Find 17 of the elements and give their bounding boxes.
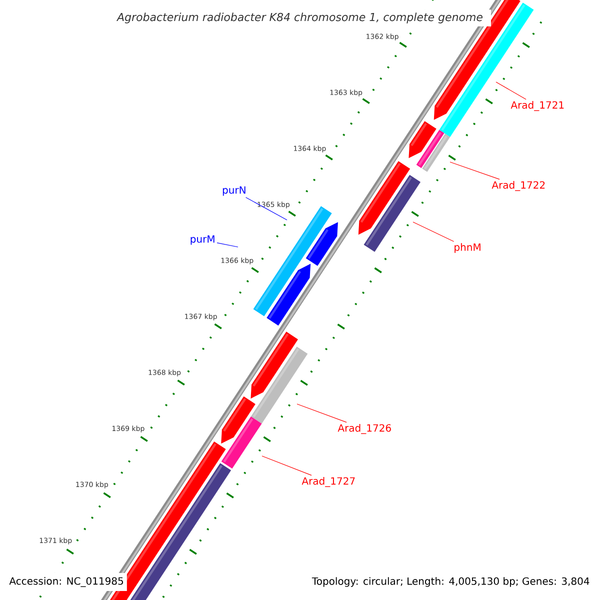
gene-label: Arad_1726 xyxy=(338,424,391,434)
gene-label: purN xyxy=(222,186,246,196)
leader-line xyxy=(262,456,312,476)
leader-line xyxy=(412,222,454,242)
leader-line xyxy=(450,162,500,180)
accession-label: Accession: NC_011985 xyxy=(6,573,127,591)
leader-line xyxy=(296,404,347,423)
topology-label: Topology: circular; Length: 4,005,130 bp; Genes: 3,804 xyxy=(312,577,590,587)
gene-label: Arad_1722 xyxy=(492,181,545,191)
gene-label: purM xyxy=(190,235,214,245)
leader-line xyxy=(496,82,526,100)
gene-label: Arad_1727 xyxy=(302,477,355,487)
leader-line xyxy=(216,242,238,248)
gene-label: Arad_1721 xyxy=(510,101,564,111)
leader-line xyxy=(246,197,288,220)
title: Agrobacterium radiobacter K84 chromosome 1, complete genome xyxy=(109,10,491,26)
gene-label: phnM xyxy=(454,243,480,253)
